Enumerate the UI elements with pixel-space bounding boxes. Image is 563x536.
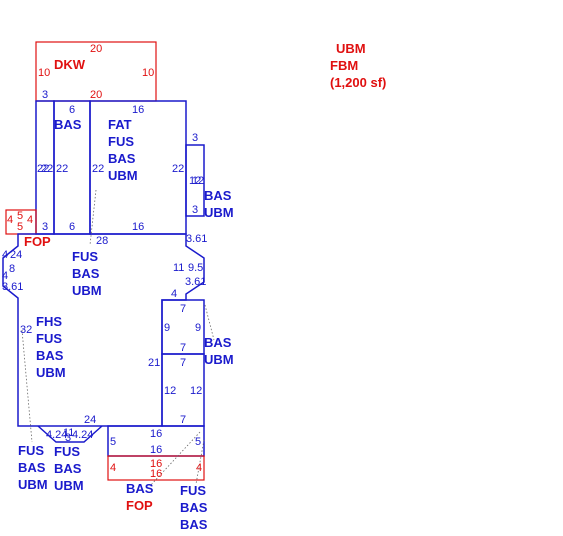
bay-label-2: BAS (54, 461, 82, 476)
porch-dim-d: 5 (17, 221, 23, 233)
bump-dim-bottom: 3 (192, 204, 198, 216)
main-dim-left-b: 24 (10, 249, 22, 261)
main-dim-left-e: 3.61 (2, 281, 23, 293)
lower-box-dim-top: 16 (150, 428, 162, 440)
box9-dim-bottom: 7 (180, 342, 186, 354)
main-fus-line-3: UBM (72, 283, 102, 298)
deck-dim-right: 10 (142, 67, 154, 79)
main-dim-right-top: 3.61 (186, 233, 207, 245)
box9-dim-top: 7 (180, 303, 186, 315)
main-dim-right-mid-2: 9.5 (188, 262, 203, 274)
bay-dim-mid: 11 (63, 427, 74, 439)
main-dim-top: 28 (96, 235, 108, 247)
lower-porch-dim-top: 16 (150, 458, 162, 470)
fat-dim-top: 16 (132, 104, 144, 116)
legend-line-2: FBM (330, 58, 358, 73)
legend-line-1: UBM (336, 41, 366, 56)
main-dim-right-mid-1: 11 (173, 262, 184, 274)
box9-label-1: BAS (204, 335, 232, 350)
main-dim-left-a: 4 (2, 249, 8, 261)
leader-line (204, 304, 215, 341)
box9-dim-right: 9 (195, 322, 201, 334)
bay-dim-right: 4.24 (72, 429, 93, 441)
bas-column-dim-right: 22 (56, 163, 68, 175)
bay-outline (37, 425, 103, 443)
lower-box-dim-mid: 16 (150, 444, 162, 456)
fat-block-line-3: BAS (108, 151, 136, 166)
porch-label: FOP (24, 234, 51, 249)
outside-left-label-1: FUS (18, 443, 44, 458)
porch-dim-a: 4 (7, 214, 13, 226)
outside-left-label-3: UBM (18, 477, 48, 492)
deck-dim-top: 20 (90, 43, 102, 55)
main-fhs-line-4: UBM (36, 365, 66, 380)
lower-porch-outline (107, 455, 205, 481)
box12-dim-right: 12 (190, 385, 202, 397)
strip-dim-right: 22 (41, 163, 53, 175)
bas-column-dim-top: 6 (69, 104, 75, 116)
bay-label-3: UBM (54, 478, 84, 493)
main-fhs-line-3: BAS (36, 348, 64, 363)
lower-porch-dim-left: 4 (110, 462, 116, 474)
lower-porch-label-1: BAS (126, 481, 154, 496)
main-fhs-line-1: FHS (36, 314, 62, 329)
legend-line-3: (1,200 sf) (330, 75, 386, 90)
box12-dim-bottom: 7 (180, 414, 186, 426)
fat-block-line-1: FAT (108, 117, 132, 132)
main-fus-line-1: FUS (72, 249, 98, 264)
main-dim-inner-right: 21 (148, 357, 160, 369)
bump-right-outline (185, 144, 205, 217)
lower-porch-dim-bottom: 16 (150, 468, 162, 480)
bump-dim-top: 3 (192, 132, 198, 144)
lower-box-dim-right: 5 (195, 436, 201, 448)
leader-line (21, 329, 33, 443)
bump-dim-side-2: 12 (192, 175, 204, 187)
bas-column-label: BAS (54, 117, 82, 132)
deck-label: DKW (54, 57, 86, 72)
main-dim-right-low: 3.61 (185, 276, 206, 288)
bump-dim-side: 12 (189, 175, 201, 187)
main-dim-step: 4 (171, 288, 177, 300)
deck-dim-bottom: 20 (90, 89, 102, 101)
bas-column-dim-bottom: 6 (69, 221, 75, 233)
lower-right-label-2: BAS (180, 500, 208, 515)
lower-porch-dim-right: 4 (196, 462, 202, 474)
main-dim-left-d: 4 (2, 270, 8, 282)
strip-dim-left: 22 (37, 163, 49, 175)
bump-label-2: UBM (204, 205, 234, 220)
main-fhs-line-2: FUS (36, 331, 62, 346)
lower-right-label-3: BAS (180, 517, 208, 532)
fat-dim-left: 22 (92, 163, 104, 175)
fat-block-line-4: UBM (108, 168, 138, 183)
lower-porch-label-2: FOP (126, 498, 153, 513)
box9-dim-left: 9 (164, 322, 170, 334)
box12-dim-left: 12 (164, 385, 176, 397)
main-fus-line-2: BAS (72, 266, 100, 281)
leader-line (195, 439, 205, 485)
main-dim-left-side: 32 (20, 324, 32, 336)
strip-dim-top: 3 (42, 89, 48, 101)
lower-right-label-1: FUS (180, 483, 206, 498)
outside-left-label-2: BAS (18, 460, 46, 475)
main-dim-bottom: 24 (84, 414, 96, 426)
fat-dim-bottom: 16 (132, 221, 144, 233)
deck-dim-left: 10 (38, 67, 50, 79)
bay-dim-left: 4.24 (46, 429, 67, 441)
box9-label-2: UBM (204, 352, 234, 367)
lower-box-dim-left: 5 (110, 436, 116, 448)
box12-dim-top: 7 (180, 357, 186, 369)
strip-dim-bottom: 3 (42, 221, 48, 233)
porch-dim-b: 5 (17, 210, 23, 222)
porch-dim-c: 4 (27, 214, 33, 226)
bay-label-1: FUS (54, 444, 80, 459)
leader-line (89, 189, 97, 246)
bump-label-1: BAS (204, 188, 232, 203)
fat-dim-right: 22 (172, 163, 184, 175)
bay-dim-a: 3 (65, 432, 71, 444)
fat-block-line-2: FUS (108, 134, 134, 149)
main-dim-left-c: 8 (9, 263, 15, 275)
